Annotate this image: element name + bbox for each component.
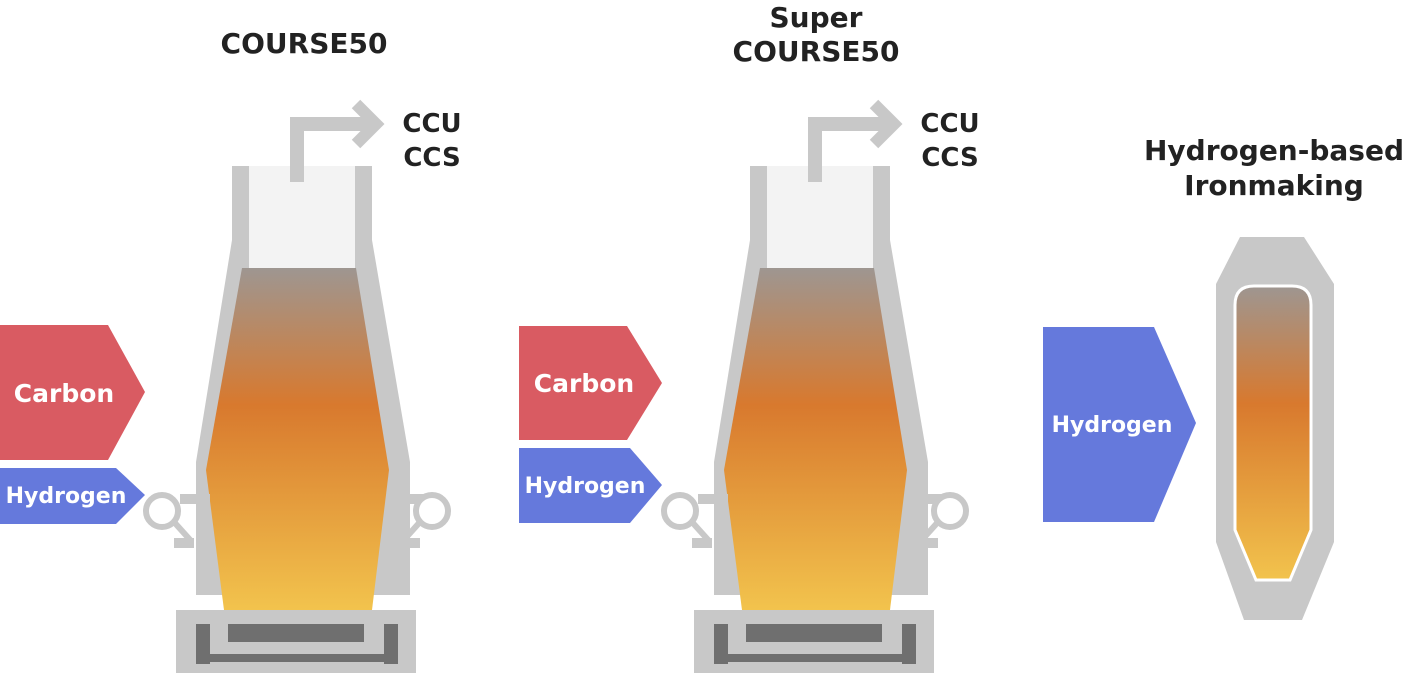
tuyere-right: [396, 492, 451, 548]
carbon-label: Carbon: [14, 379, 114, 408]
section-super-course50: Super COURSE50: [519, 1, 980, 673]
carbon-arrow-shape: [0, 325, 145, 460]
section-title-line1: Hydrogen-based: [1144, 134, 1404, 167]
section-title-line2: Ironmaking: [1184, 169, 1364, 202]
furnace-base: [694, 610, 934, 673]
input-arrow-carbon: Carbon: [0, 325, 145, 460]
section-course50: COURSE50: [0, 27, 462, 673]
blast-furnace: [143, 99, 451, 673]
shaft-furnace-fill: [1233, 284, 1313, 582]
furnace-top-gas-space: [249, 166, 355, 268]
output-ccs-label: CCS: [921, 143, 978, 173]
output-ccs-label: CCS: [403, 143, 460, 173]
exhaust-pipe: [808, 117, 893, 182]
hydrogen-arrow-shape: [519, 448, 662, 523]
input-arrow-carbon: Carbon: [519, 326, 662, 440]
furnace-top-gas-space: [767, 166, 873, 268]
carbon-label: Carbon: [534, 369, 634, 398]
shaft-furnace: [1216, 237, 1334, 620]
input-arrow-hydrogen: Hydrogen: [519, 448, 662, 523]
section-title-line2: COURSE50: [733, 35, 900, 68]
section-title: COURSE50: [221, 27, 388, 60]
section-hydrogen-ironmaking: Hydrogen-based Ironmaking Hydrogen: [1043, 134, 1404, 620]
hydrogen-label: Hydrogen: [1052, 413, 1173, 438]
hydrogen-label: Hydrogen: [6, 484, 127, 509]
tuyere-left: [661, 492, 728, 548]
section-title-line1: Super: [770, 1, 863, 34]
exhaust-pipe: [290, 117, 375, 182]
furnace-burden-fill: [724, 268, 907, 610]
hydrogen-arrow-shape: [1043, 327, 1196, 522]
furnace-base: [176, 610, 416, 673]
blast-furnace: [661, 99, 969, 673]
tuyere-right: [914, 492, 969, 548]
tuyere-left: [143, 492, 210, 548]
input-arrow-hydrogen: Hydrogen: [1043, 327, 1196, 522]
carbon-arrow-shape: [519, 326, 662, 440]
exhaust-arrow-head: [351, 99, 385, 149]
input-arrow-hydrogen: Hydrogen: [0, 468, 145, 524]
hydrogen-arrow-shape: [0, 468, 145, 524]
hydrogen-label: Hydrogen: [525, 474, 646, 499]
furnace-burden-fill: [206, 268, 389, 610]
output-ccu-label: CCU: [920, 109, 979, 139]
exhaust-arrow-head: [869, 99, 903, 149]
output-ccu-label: CCU: [402, 109, 461, 139]
